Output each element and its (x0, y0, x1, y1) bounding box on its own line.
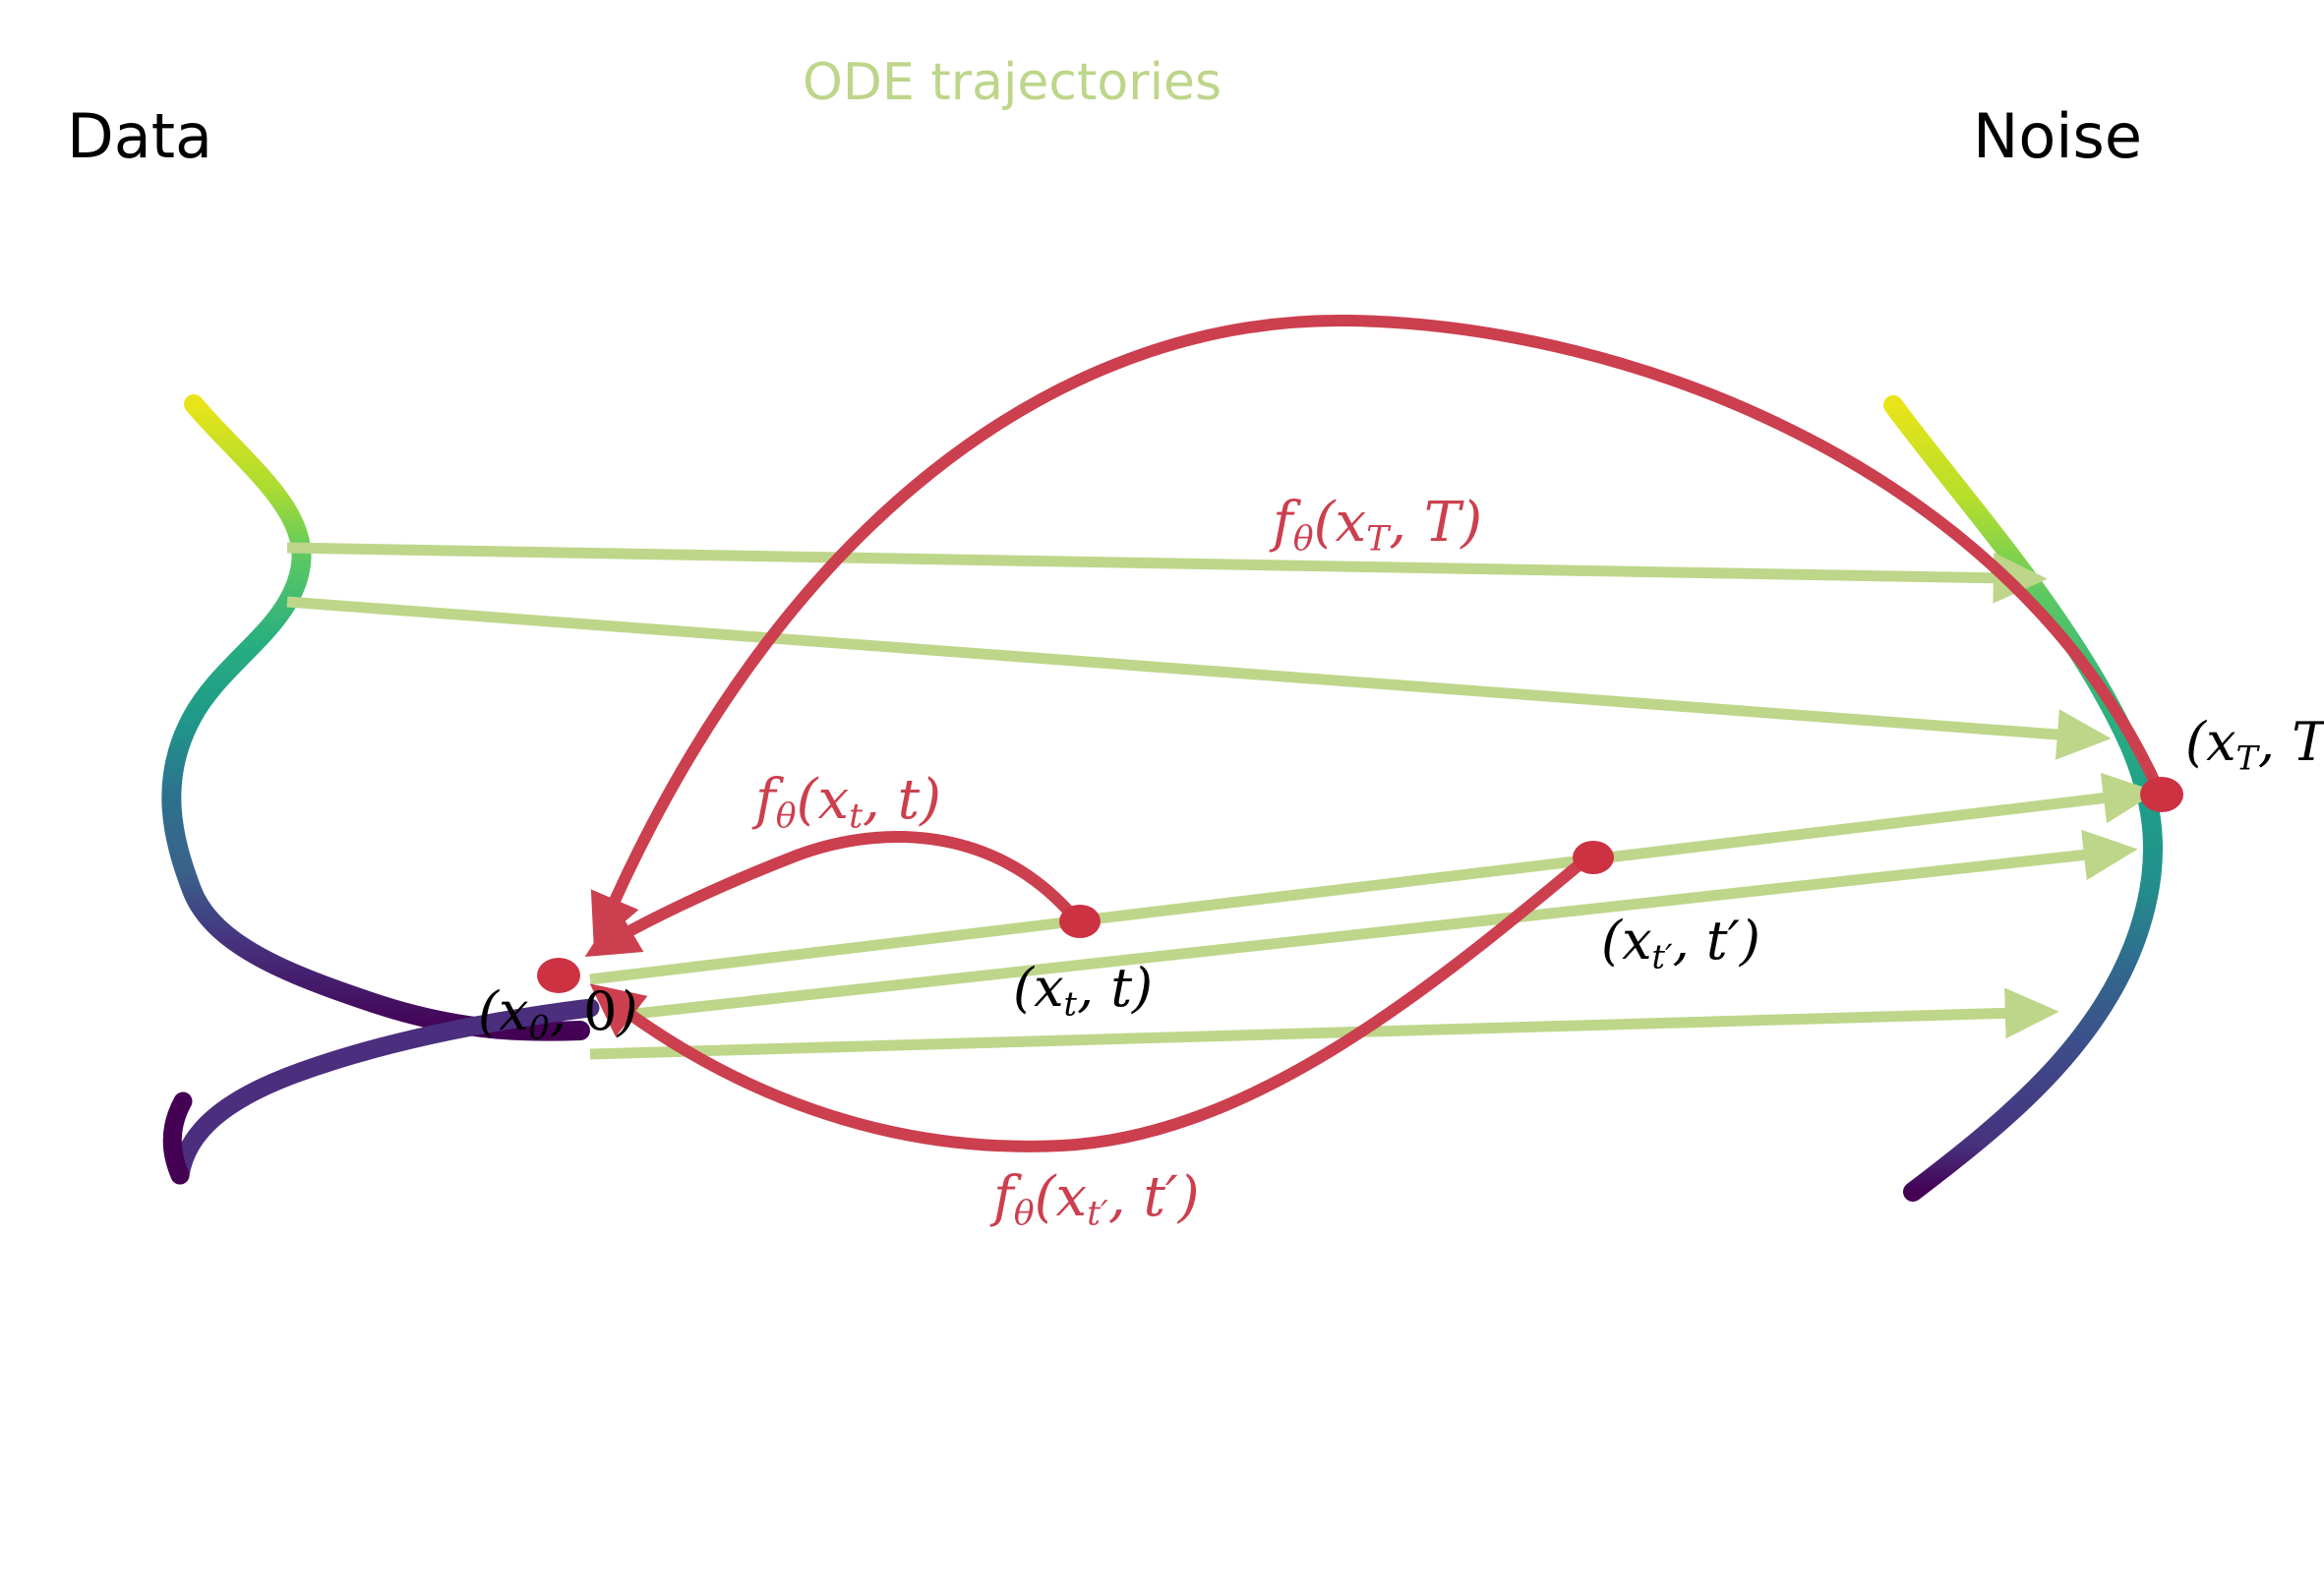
noise-distribution-curve (1883, 395, 2164, 1202)
chart-title: ODE trajectories (803, 53, 1222, 112)
point-label-x0-text: (x0, 0) (478, 980, 638, 1047)
noise-side-label: Noise (1973, 100, 2142, 172)
data-distribution-curve (161, 394, 600, 1185)
ode-label-xtprime-text: fθ(xt′, t′) (993, 1165, 1200, 1234)
point-marker-xt (1059, 905, 1101, 938)
data-side-label: Data (67, 100, 213, 172)
ode-trajectory-group (584, 314, 2166, 1152)
ode-label-xtprime: fθ(xt′, t′) (993, 1170, 1200, 1232)
ode-label-xT: fθ(xT, T) (1273, 496, 1482, 558)
point-label-xtprime: (xt′, t′) (1601, 914, 1760, 974)
point-marker-x0 (537, 958, 580, 993)
point-label-xT-text: (xT, T) (2185, 711, 2324, 778)
point-marker-group (537, 777, 2183, 993)
ode-label-xT-text: fθ(xT, T) (1273, 491, 1483, 560)
ode-curve-xtprime (589, 850, 1596, 1152)
flow-arrow-2 (286, 596, 2112, 760)
flow-arrow-4 (607, 829, 2138, 1023)
flow-arrow-1 (286, 542, 2048, 604)
flow-arrow-group (286, 542, 2158, 1060)
ode-label-xt-text: fθ(xt, t) (755, 768, 941, 837)
point-label-xt: (xt, t) (1013, 962, 1153, 1021)
flow-arrow-5 (589, 987, 2059, 1060)
point-label-xT: (xT, T) (2185, 716, 2324, 775)
point-label-x0: (x0, 0) (478, 985, 638, 1044)
ode-curve-xT (590, 314, 2166, 949)
ode-label-xt: fθ(xt, t) (755, 773, 941, 835)
point-marker-xtprime (1573, 841, 1614, 874)
flow-arrow-3 (589, 772, 2158, 985)
point-marker-xT (2140, 777, 2183, 812)
point-label-xt-text: (xt, t) (1013, 957, 1154, 1024)
point-label-xtprime-text: (xt′, t′) (1601, 910, 1760, 976)
ode-curve-xt (584, 831, 1082, 957)
